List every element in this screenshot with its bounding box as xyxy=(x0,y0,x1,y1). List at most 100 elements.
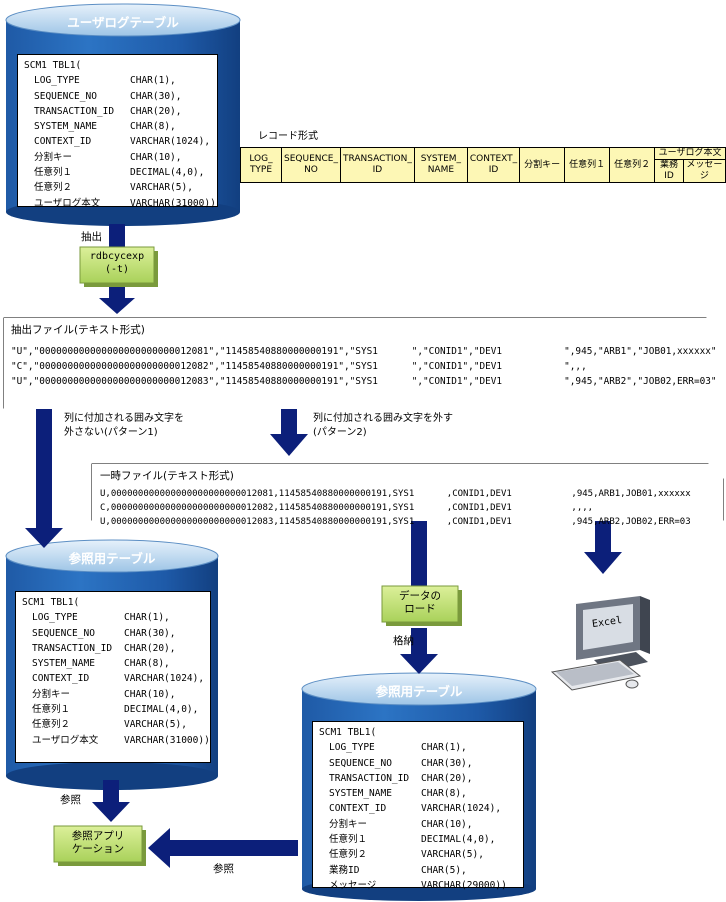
record-col: LOG_ TYPE xyxy=(240,147,282,183)
ref-app-label-1: 参照アプリ xyxy=(71,830,125,842)
field-name: CONTEXT_ID xyxy=(329,803,387,815)
field-type: VARCHAR(5), xyxy=(124,719,187,731)
record-col: TRANSACTION_ ID xyxy=(339,147,415,183)
temp-file-line: U,000000000000000000000000012081,1145854… xyxy=(100,489,691,499)
field-type: CHAR(10), xyxy=(421,818,473,830)
temp-file-box: 一時ファイル(テキスト形式) U,00000000000000000000000… xyxy=(92,464,723,527)
field-type: CHAR(5), xyxy=(421,864,467,876)
field-type: VARCHAR(1024), xyxy=(421,803,502,815)
field-name: TRANSACTION_ID xyxy=(329,772,410,784)
field-name: CONTEXT_ID xyxy=(32,673,90,685)
schema-title: SCM1 TBL1( xyxy=(22,597,80,608)
extract-file-line: "U","000000000000000000000000012081","11… xyxy=(11,346,717,357)
record-col: 任意列１ xyxy=(564,147,611,183)
ref-application-button: 参照アプリ ケーション xyxy=(54,830,142,856)
field-name: メッセージ xyxy=(329,879,377,891)
schema-field-row: SYSTEM_NAME CHAR(8), xyxy=(319,786,517,801)
field-name: ユーザログ本文 xyxy=(32,734,99,746)
field-name: SYSTEM_NAME xyxy=(32,658,95,670)
ref-label-left: 参照 xyxy=(60,794,81,806)
ref-table-right-schema: SCM1 TBL1( LOG_TYPE CHAR(1), SEQUENCE_NO CH… xyxy=(312,721,524,891)
field-type: CHAR(20), xyxy=(421,772,473,784)
field-type: CHAR(1), xyxy=(124,612,170,624)
extract-label: 抽出 xyxy=(81,231,102,243)
load-button: データの ロード xyxy=(382,590,458,616)
schema-field-row: ユーザログ本文 VARCHAR(31000)) xyxy=(24,196,216,211)
extract-file-label: 抽出ファイル(テキスト形式) xyxy=(11,324,145,336)
field-type: VARCHAR(5), xyxy=(130,182,193,194)
field-type: DECIMAL(4,0), xyxy=(130,167,205,179)
schema-field-row: TRANSACTION_ID CHAR(20), xyxy=(319,771,517,786)
field-type: CHAR(8), xyxy=(130,121,176,133)
rdbcycexp-button: rdbcycexp (-t) xyxy=(80,250,154,276)
field-name: 任意列１ xyxy=(32,704,71,716)
field-type: CHAR(1), xyxy=(421,742,467,754)
rdbcycexp-option: (-t) xyxy=(104,264,130,275)
field-name: SEQUENCE_NO xyxy=(34,90,97,102)
field-name: SEQUENCE_NO xyxy=(329,757,392,769)
field-name: 分割キー xyxy=(34,151,73,163)
field-type: CHAR(10), xyxy=(130,151,182,163)
field-name: 任意列２ xyxy=(32,719,71,731)
schema-field-row: SEQUENCE_NO CHAR(30), xyxy=(24,89,211,104)
field-type: CHAR(8), xyxy=(421,788,467,800)
field-type: CHAR(10), xyxy=(124,688,176,700)
field-name: 分割キー xyxy=(329,818,368,830)
field-type: VARCHAR(1024), xyxy=(124,673,205,685)
schema-title: SCM1 TBL1( xyxy=(319,727,377,738)
record-format-label: レコード形式 xyxy=(258,131,318,142)
schema-field-row: SEQUENCE_NO CHAR(30), xyxy=(319,756,517,771)
temp-file-line: C,000000000000000000000000012082,1145854… xyxy=(100,503,594,513)
record-col: 任意列２ xyxy=(609,147,656,183)
temp-file-line: U,000000000000000000000000012083,1145854… xyxy=(100,517,691,527)
rdbcycexp-button-shape xyxy=(79,246,158,287)
schema-field-row: CONTEXT_ID VARCHAR(1024), xyxy=(24,134,211,149)
field-name: CONTEXT_ID xyxy=(34,136,92,148)
ref-table-left-title: 参照用テーブル xyxy=(68,551,156,566)
field-name: TRANSACTION_ID xyxy=(32,642,113,654)
field-name: LOG_TYPE xyxy=(329,742,375,754)
field-name: LOG_TYPE xyxy=(32,612,78,624)
field-name: SYSTEM_NAME xyxy=(34,121,97,133)
field-type: VARCHAR(31000)) xyxy=(130,197,216,209)
pattern2-note: 列に付加される囲み文字を外す (パターン2) xyxy=(313,413,453,438)
field-type: VARCHAR(29000)) xyxy=(421,879,507,891)
field-type: CHAR(30), xyxy=(421,757,473,769)
field-type: DECIMAL(4,0), xyxy=(124,704,199,716)
schema-field-row: LOG_TYPE CHAR(1), xyxy=(319,740,517,755)
flow-arrows xyxy=(25,224,622,868)
field-type: VARCHAR(1024), xyxy=(130,136,211,148)
record-sub-col: 業務ID xyxy=(654,159,684,183)
field-name: SYSTEM_NAME xyxy=(329,788,392,800)
ref-app-button-shape xyxy=(53,825,146,866)
load-button-shape xyxy=(381,585,462,626)
schema-title: SCM1 TBL1( xyxy=(24,60,82,71)
record-col: CONTEXT_ ID xyxy=(466,147,521,183)
ref-app-label-2: ケーション xyxy=(71,843,125,855)
field-name: ユーザログ本文 xyxy=(34,197,101,209)
schema-field-row: 業務ID CHAR(5), xyxy=(319,863,517,878)
schema-field-row: TRANSACTION_ID CHAR(20), xyxy=(22,641,204,656)
ref-table-right-title: 参照用テーブル xyxy=(375,684,463,699)
record-col: SYSTEM_ NAME xyxy=(413,147,468,183)
field-type: CHAR(30), xyxy=(130,90,182,102)
field-name: SEQUENCE_NO xyxy=(32,627,95,639)
load-label-2: ロード xyxy=(404,603,436,615)
field-name: 業務ID xyxy=(329,864,360,876)
extract-file-line: "U","000000000000000000000000012083","11… xyxy=(11,376,717,387)
field-type: CHAR(20), xyxy=(124,642,176,654)
extract-file-box: 抽出ファイル(テキスト形式) "U","00000000000000000000… xyxy=(4,318,722,409)
computer-icon xyxy=(550,596,650,691)
schema-field-row: CONTEXT_ID VARCHAR(1024), xyxy=(319,801,517,816)
store-label: 格納 xyxy=(393,635,414,647)
schema-field-row: メッセージ VARCHAR(29000)) xyxy=(319,878,517,893)
extract-file-line: "C","000000000000000000000000012082","11… xyxy=(11,361,587,372)
